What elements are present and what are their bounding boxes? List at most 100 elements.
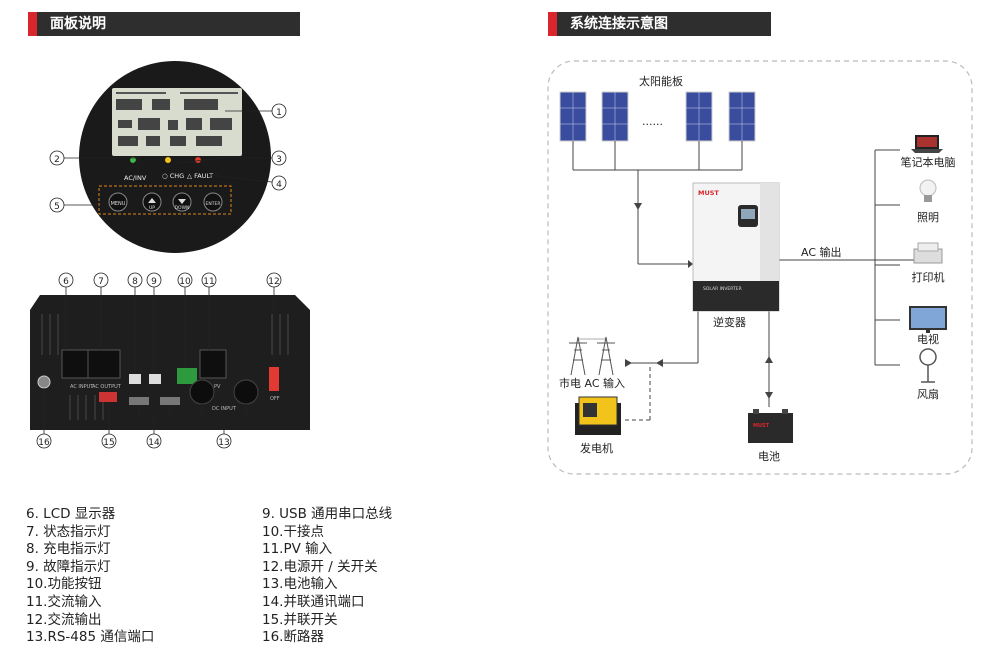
legend-item: 13.电池输入 — [262, 576, 338, 593]
svg-text:4: 4 — [276, 180, 282, 190]
svg-text:3: 3 — [276, 155, 282, 165]
callout-7: 7 — [93, 272, 109, 288]
svg-text:10: 10 — [179, 277, 191, 287]
lcd-segments — [116, 99, 232, 146]
legend-item: 13.RS-485 通信端口 — [26, 629, 155, 646]
rs485-port — [129, 374, 141, 384]
callout-6: 6 — [58, 272, 74, 288]
generator-icon — [575, 396, 621, 435]
callout-16: 16 — [36, 433, 52, 449]
legend-item: 15.并联开关 — [262, 611, 338, 628]
power-switch[interactable] — [269, 367, 279, 391]
led-fault — [195, 157, 201, 163]
callout-14: 14 — [146, 433, 162, 449]
back-panel-diagram: AC INPUT AC OUTPUT PV DC INPUT OFF 6 7 8… — [30, 272, 310, 449]
parallel-switch[interactable] — [99, 392, 117, 402]
buttons-group-outline — [98, 185, 232, 215]
legend-item: 12.交流输出 — [26, 611, 102, 628]
usb-port — [149, 374, 161, 384]
grid-tower-icon — [569, 336, 615, 376]
legend-item: 7. 状态指示灯 — [26, 523, 111, 540]
header-system-diagram: 系统连接示意图 — [548, 12, 771, 36]
lightbulb-icon — [919, 179, 937, 202]
callout-10: 10 — [177, 272, 193, 288]
svg-text:16: 16 — [38, 438, 50, 448]
parallel-port-2 — [160, 397, 180, 405]
load-printer-label: 打印机 — [912, 270, 945, 284]
callout-3: 3 — [271, 150, 287, 166]
inverter-device: MUST SOLAR INVERTER — [692, 182, 780, 312]
svg-text:ENTER: ENTER — [206, 201, 221, 207]
battery-terminal-right — [233, 379, 259, 405]
label-ac-inv: AC/INV — [124, 174, 147, 182]
svg-text:MUST: MUST — [753, 423, 770, 429]
tv-icon — [909, 306, 947, 333]
svg-text:SOLAR INVERTER: SOLAR INVERTER — [703, 286, 742, 292]
ac-output-label: AC 输出 — [801, 245, 842, 259]
legend-item: 10.干接点 — [262, 523, 324, 540]
system-boundary — [547, 60, 973, 475]
front-panel-diagram: 1 AC/INV ○ CHG △ FAULT 2 3 4 MENU UP DOW… — [49, 61, 287, 253]
legend-item: 6. LCD 显示器 — [26, 506, 116, 522]
grid-label: 市电 AC 输入 — [559, 376, 625, 390]
svg-text:AC OUTPUT: AC OUTPUT — [92, 384, 122, 390]
svg-text:7: 7 — [98, 277, 104, 287]
svg-text:MENU: MENU — [111, 201, 126, 207]
header-panel-description: 面板说明 — [28, 12, 300, 36]
callout-11: 11 — [201, 272, 217, 288]
button-up[interactable]: UP — [142, 192, 162, 212]
ac-output-port — [87, 349, 121, 379]
svg-text:11: 11 — [203, 277, 214, 287]
circuit-breaker[interactable] — [37, 375, 51, 389]
svg-text:6: 6 — [63, 277, 69, 287]
svg-text:5: 5 — [54, 202, 60, 212]
arrow-up-icon — [148, 198, 156, 203]
button-enter[interactable]: ENTER — [203, 192, 223, 212]
arrow-down-icon — [178, 199, 186, 204]
callout-2: 2 — [49, 150, 65, 166]
callout-1: 1 — [271, 103, 287, 119]
svg-text:UP: UP — [149, 205, 155, 211]
legend-left: 6. LCD 显示器 7. 状态指示灯 8. 充电指示灯 9. 故障指示灯 10… — [26, 506, 154, 647]
svg-text:15: 15 — [103, 438, 114, 448]
svg-text:8: 8 — [132, 277, 138, 287]
button-down[interactable]: DOWN — [172, 192, 192, 212]
pv-port-area — [199, 349, 227, 379]
svg-text:DC INPUT: DC INPUT — [212, 406, 237, 412]
svg-text:13: 13 — [218, 438, 229, 448]
svg-text:AC INPUT: AC INPUT — [70, 384, 94, 390]
callout-9: 9 — [146, 272, 162, 288]
svg-text:14: 14 — [148, 438, 160, 448]
printer-icon — [913, 242, 943, 264]
led-chg — [165, 157, 171, 163]
svg-text:DOWN: DOWN — [175, 205, 190, 211]
svg-text:1: 1 — [276, 108, 282, 118]
legend-item: 14.并联通讯端口 — [262, 593, 365, 610]
legend-item: 12.电源开 / 关开关 — [262, 558, 378, 575]
callout-4: 4 — [271, 175, 287, 191]
svg-text:12: 12 — [268, 277, 279, 287]
inverter-label: 逆变器 — [713, 315, 746, 329]
label-chg: ○ CHG — [162, 172, 184, 180]
callout-13: 13 — [216, 433, 232, 449]
parallel-port-1 — [129, 397, 149, 405]
callout-12: 12 — [266, 272, 282, 288]
load-tv-label: 电视 — [917, 332, 939, 346]
generator-label: 发电机 — [580, 441, 613, 455]
legend-item: 16.断路器 — [262, 629, 324, 646]
legend-right: 9. USB 通用串口总线 10.干接点 11.PV 输入 12.电源开 / 关… — [262, 506, 392, 647]
legend-item: 9. 故障指示灯 — [26, 558, 111, 575]
dry-contact-port — [177, 368, 197, 384]
svg-text:PV: PV — [214, 384, 221, 390]
fan-icon — [919, 348, 937, 383]
callout-8: 8 — [127, 272, 143, 288]
callout-5: 5 — [49, 197, 65, 213]
button-menu[interactable]: MENU — [108, 192, 128, 212]
led-ac-inv — [130, 157, 136, 163]
system-diagram: 太阳能板 ...... MUST — [547, 60, 973, 475]
solar-panels — [559, 91, 756, 142]
legend-item: 10.功能按钮 — [26, 576, 102, 593]
label-fault: △ FAULT — [187, 172, 213, 180]
legend-item: 11.PV 输入 — [262, 541, 333, 558]
load-fan-label: 风扇 — [917, 387, 939, 401]
